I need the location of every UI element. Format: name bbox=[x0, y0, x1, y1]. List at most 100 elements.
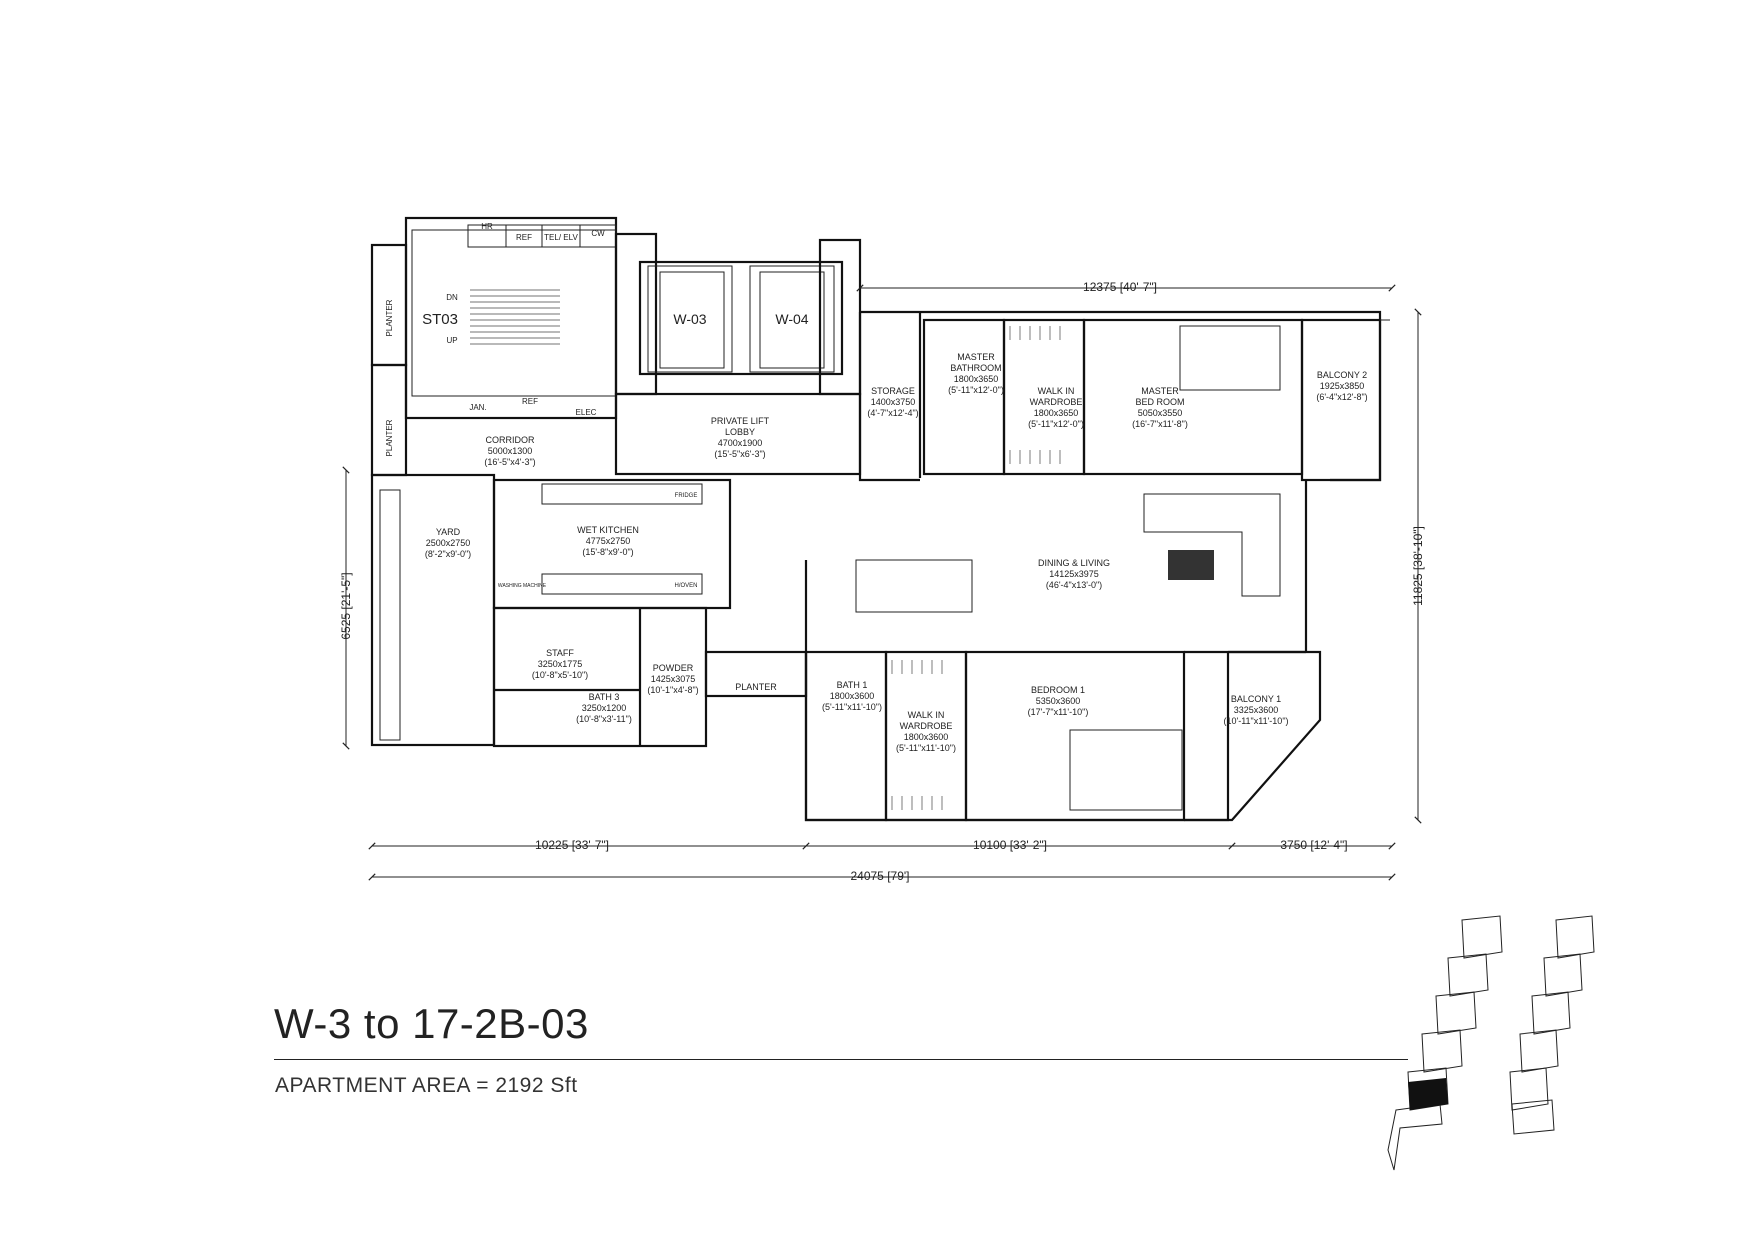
svg-text:STAFF: STAFF bbox=[546, 648, 574, 658]
svg-text:(5'-11"x12'-0"): (5'-11"x12'-0") bbox=[948, 385, 1004, 395]
staff-label: STAFF 3250x1775 (10'-8"x5'-10") bbox=[532, 648, 588, 680]
svg-text:(16'-7"x11'-8"): (16'-7"x11'-8") bbox=[1132, 419, 1188, 429]
svg-text:(10'-1"x4'-8"): (10'-1"x4'-8") bbox=[647, 685, 698, 695]
svg-text:(17'-7"x11'-10"): (17'-7"x11'-10") bbox=[1028, 707, 1089, 717]
lift-w04-label: W-04 bbox=[775, 311, 808, 327]
svg-text:(46'-4"x13'-0"): (46'-4"x13'-0") bbox=[1046, 580, 1102, 590]
washing-machine-label: WASHING MACHINE bbox=[498, 583, 547, 589]
dimension-bottom-a: 10225 [33'-7"] bbox=[535, 838, 609, 852]
jan-label: JAN. bbox=[469, 403, 486, 412]
balcony-1-label: BALCONY 1 3325x3600 (10'-11"x11'-10") bbox=[1223, 694, 1288, 726]
title-divider bbox=[274, 1059, 1408, 1060]
ref-label-bottom: REF bbox=[522, 397, 538, 406]
dimension-overall: 24075 [79'] bbox=[850, 869, 909, 883]
svg-text:(5'-11"x11'-10"): (5'-11"x11'-10") bbox=[896, 743, 956, 753]
ref-label-top: REF bbox=[516, 233, 532, 242]
svg-text:LOBBY: LOBBY bbox=[725, 427, 755, 437]
fridge-label: FRIDGE bbox=[675, 493, 698, 499]
powder-label: POWDER 1425x3075 (10'-1"x4'-8") bbox=[647, 663, 698, 695]
svg-text:(10'-8"x3'-11"): (10'-8"x3'-11") bbox=[576, 714, 632, 724]
svg-text:2500x2750: 2500x2750 bbox=[426, 538, 471, 548]
svg-text:WARDROBE: WARDROBE bbox=[900, 721, 953, 731]
elec-label: ELEC bbox=[576, 408, 597, 417]
svg-text:BALCONY 1: BALCONY 1 bbox=[1231, 694, 1281, 704]
svg-text:(15'-8"x9'-0"): (15'-8"x9'-0") bbox=[582, 547, 633, 557]
svg-text:(10'-11"x11'-10"): (10'-11"x11'-10") bbox=[1223, 716, 1288, 726]
planter-label-middle: PLANTER bbox=[735, 682, 777, 692]
svg-text:(16'-5"x4'-3"): (16'-5"x4'-3") bbox=[484, 457, 535, 467]
stair-up-label: UP bbox=[446, 336, 457, 345]
svg-text:1800x3600: 1800x3600 bbox=[904, 732, 949, 742]
svg-text:DINING & LIVING: DINING & LIVING bbox=[1038, 558, 1110, 568]
apartment-area: APARTMENT AREA = 2192 Sft bbox=[275, 1074, 578, 1097]
cw-label: CW bbox=[591, 229, 605, 238]
key-plan bbox=[1387, 915, 1595, 1171]
svg-text:WARDROBE: WARDROBE bbox=[1030, 397, 1083, 407]
walk-in-wardrobe-2-label: WALK IN WARDROBE 1800x3600 (5'-11"x11'-1… bbox=[896, 710, 956, 753]
walk-in-wardrobe-1-label: WALK IN WARDROBE 1800x3650 (5'-11"x12'-0… bbox=[1028, 386, 1084, 429]
stair-down-label: DN bbox=[446, 293, 458, 302]
page-title: W-3 to 17-2B-03 bbox=[274, 1000, 589, 1047]
svg-text:5000x1300: 5000x1300 bbox=[488, 446, 533, 456]
planter-label-top: PLANTER bbox=[385, 299, 394, 336]
svg-text:(10'-8"x5'-10"): (10'-8"x5'-10") bbox=[532, 670, 588, 680]
hr-label: HR bbox=[481, 222, 493, 231]
svg-text:BATH 1: BATH 1 bbox=[837, 680, 868, 690]
svg-text:4700x1900: 4700x1900 bbox=[718, 438, 763, 448]
svg-text:WET KITCHEN: WET KITCHEN bbox=[577, 525, 639, 535]
stair-label: ST03 bbox=[422, 311, 458, 328]
svg-text:WALK IN: WALK IN bbox=[1038, 386, 1075, 396]
svg-text:3250x1200: 3250x1200 bbox=[582, 703, 627, 713]
svg-text:3250x1775: 3250x1775 bbox=[538, 659, 583, 669]
dimension-left: 6525 [21'-5"] bbox=[339, 572, 353, 639]
svg-text:(5'-11"x11'-10"): (5'-11"x11'-10") bbox=[822, 702, 882, 712]
dimension-right: 11825 [38'-10"] bbox=[1411, 526, 1425, 606]
svg-text:PRIVATE LIFT: PRIVATE LIFT bbox=[711, 416, 770, 426]
svg-text:(4'-7"x12'-4"): (4'-7"x12'-4") bbox=[867, 408, 918, 418]
wet-kitchen-label: WET KITCHEN 4775x2750 (15'-8"x9'-0") bbox=[577, 525, 639, 557]
planter-label-bottom: PLANTER bbox=[385, 419, 394, 456]
key-plan-tower-left bbox=[1387, 915, 1503, 1171]
svg-text:CORRIDOR: CORRIDOR bbox=[486, 435, 535, 445]
svg-text:BALCONY 2: BALCONY 2 bbox=[1317, 370, 1367, 380]
oven-label: H/OVEN bbox=[674, 583, 697, 589]
dimension-bottom-c: 3750 [12'-4"] bbox=[1280, 838, 1347, 852]
svg-text:STORAGE: STORAGE bbox=[871, 386, 915, 396]
lift-w03-label: W-03 bbox=[673, 311, 706, 327]
key-plan-highlighted-unit bbox=[1408, 1078, 1448, 1110]
svg-text:POWDER: POWDER bbox=[653, 663, 694, 673]
svg-text:MASTER: MASTER bbox=[1141, 386, 1179, 396]
key-plan-tower-right bbox=[1509, 915, 1595, 1135]
svg-text:1425x3075: 1425x3075 bbox=[651, 674, 696, 684]
svg-text:(5'-11"x12'-0"): (5'-11"x12'-0") bbox=[1028, 419, 1084, 429]
bedroom-1-label: BEDROOM 1 5350x3600 (17'-7"x11'-10") bbox=[1028, 685, 1089, 717]
svg-text:(6'-4"x12'-8"): (6'-4"x12'-8") bbox=[1316, 392, 1367, 402]
yard-label: YARD 2500x2750 (8'-2"x9'-0") bbox=[425, 527, 471, 559]
svg-text:4775x2750: 4775x2750 bbox=[586, 536, 631, 546]
balcony-2-label: BALCONY 2 1925x3850 (6'-4"x12'-8") bbox=[1316, 370, 1367, 402]
master-bedroom-label: MASTER BED ROOM 5050x3550 (16'-7"x11'-8"… bbox=[1132, 386, 1188, 429]
svg-text:5050x3550: 5050x3550 bbox=[1138, 408, 1183, 418]
dimension-lines: 12375 [40'-7"] 6525 [21'-5"] 11825 [38'-… bbox=[339, 280, 1425, 883]
room-labels: ST03 DN UP W-03 W-04 HR REF TEL/ ELV CW … bbox=[385, 222, 1368, 753]
dining-living-label: DINING & LIVING 14125x3975 (46'-4"x13'-0… bbox=[1038, 558, 1110, 590]
svg-text:3325x3600: 3325x3600 bbox=[1234, 705, 1279, 715]
svg-text:(8'-2"x9'-0"): (8'-2"x9'-0") bbox=[425, 549, 471, 559]
dimension-bottom-b: 10100 [33'-2"] bbox=[973, 838, 1047, 852]
svg-text:1925x3850: 1925x3850 bbox=[1320, 381, 1365, 391]
bath-3-label: BATH 3 3250x1200 (10'-8"x3'-11") bbox=[576, 692, 632, 724]
tel-ely-label: TEL/ ELV bbox=[544, 233, 578, 242]
svg-text:BATH 3: BATH 3 bbox=[589, 692, 620, 702]
svg-text:14125x3975: 14125x3975 bbox=[1049, 569, 1099, 579]
svg-text:BEDROOM 1: BEDROOM 1 bbox=[1031, 685, 1085, 695]
svg-text:5350x3600: 5350x3600 bbox=[1036, 696, 1081, 706]
storage-label: STORAGE 1400x3750 (4'-7"x12'-4") bbox=[867, 386, 918, 418]
svg-text:YARD: YARD bbox=[436, 527, 461, 537]
walls bbox=[370, 216, 1390, 822]
svg-text:BED ROOM: BED ROOM bbox=[1135, 397, 1184, 407]
svg-text:WALK IN: WALK IN bbox=[908, 710, 945, 720]
corridor-label: CORRIDOR 5000x1300 (16'-5"x4'-3") bbox=[484, 435, 535, 467]
bath-1-label: BATH 1 1800x3600 (5'-11"x11'-10") bbox=[822, 680, 882, 712]
svg-text:1800x3650: 1800x3650 bbox=[1034, 408, 1079, 418]
